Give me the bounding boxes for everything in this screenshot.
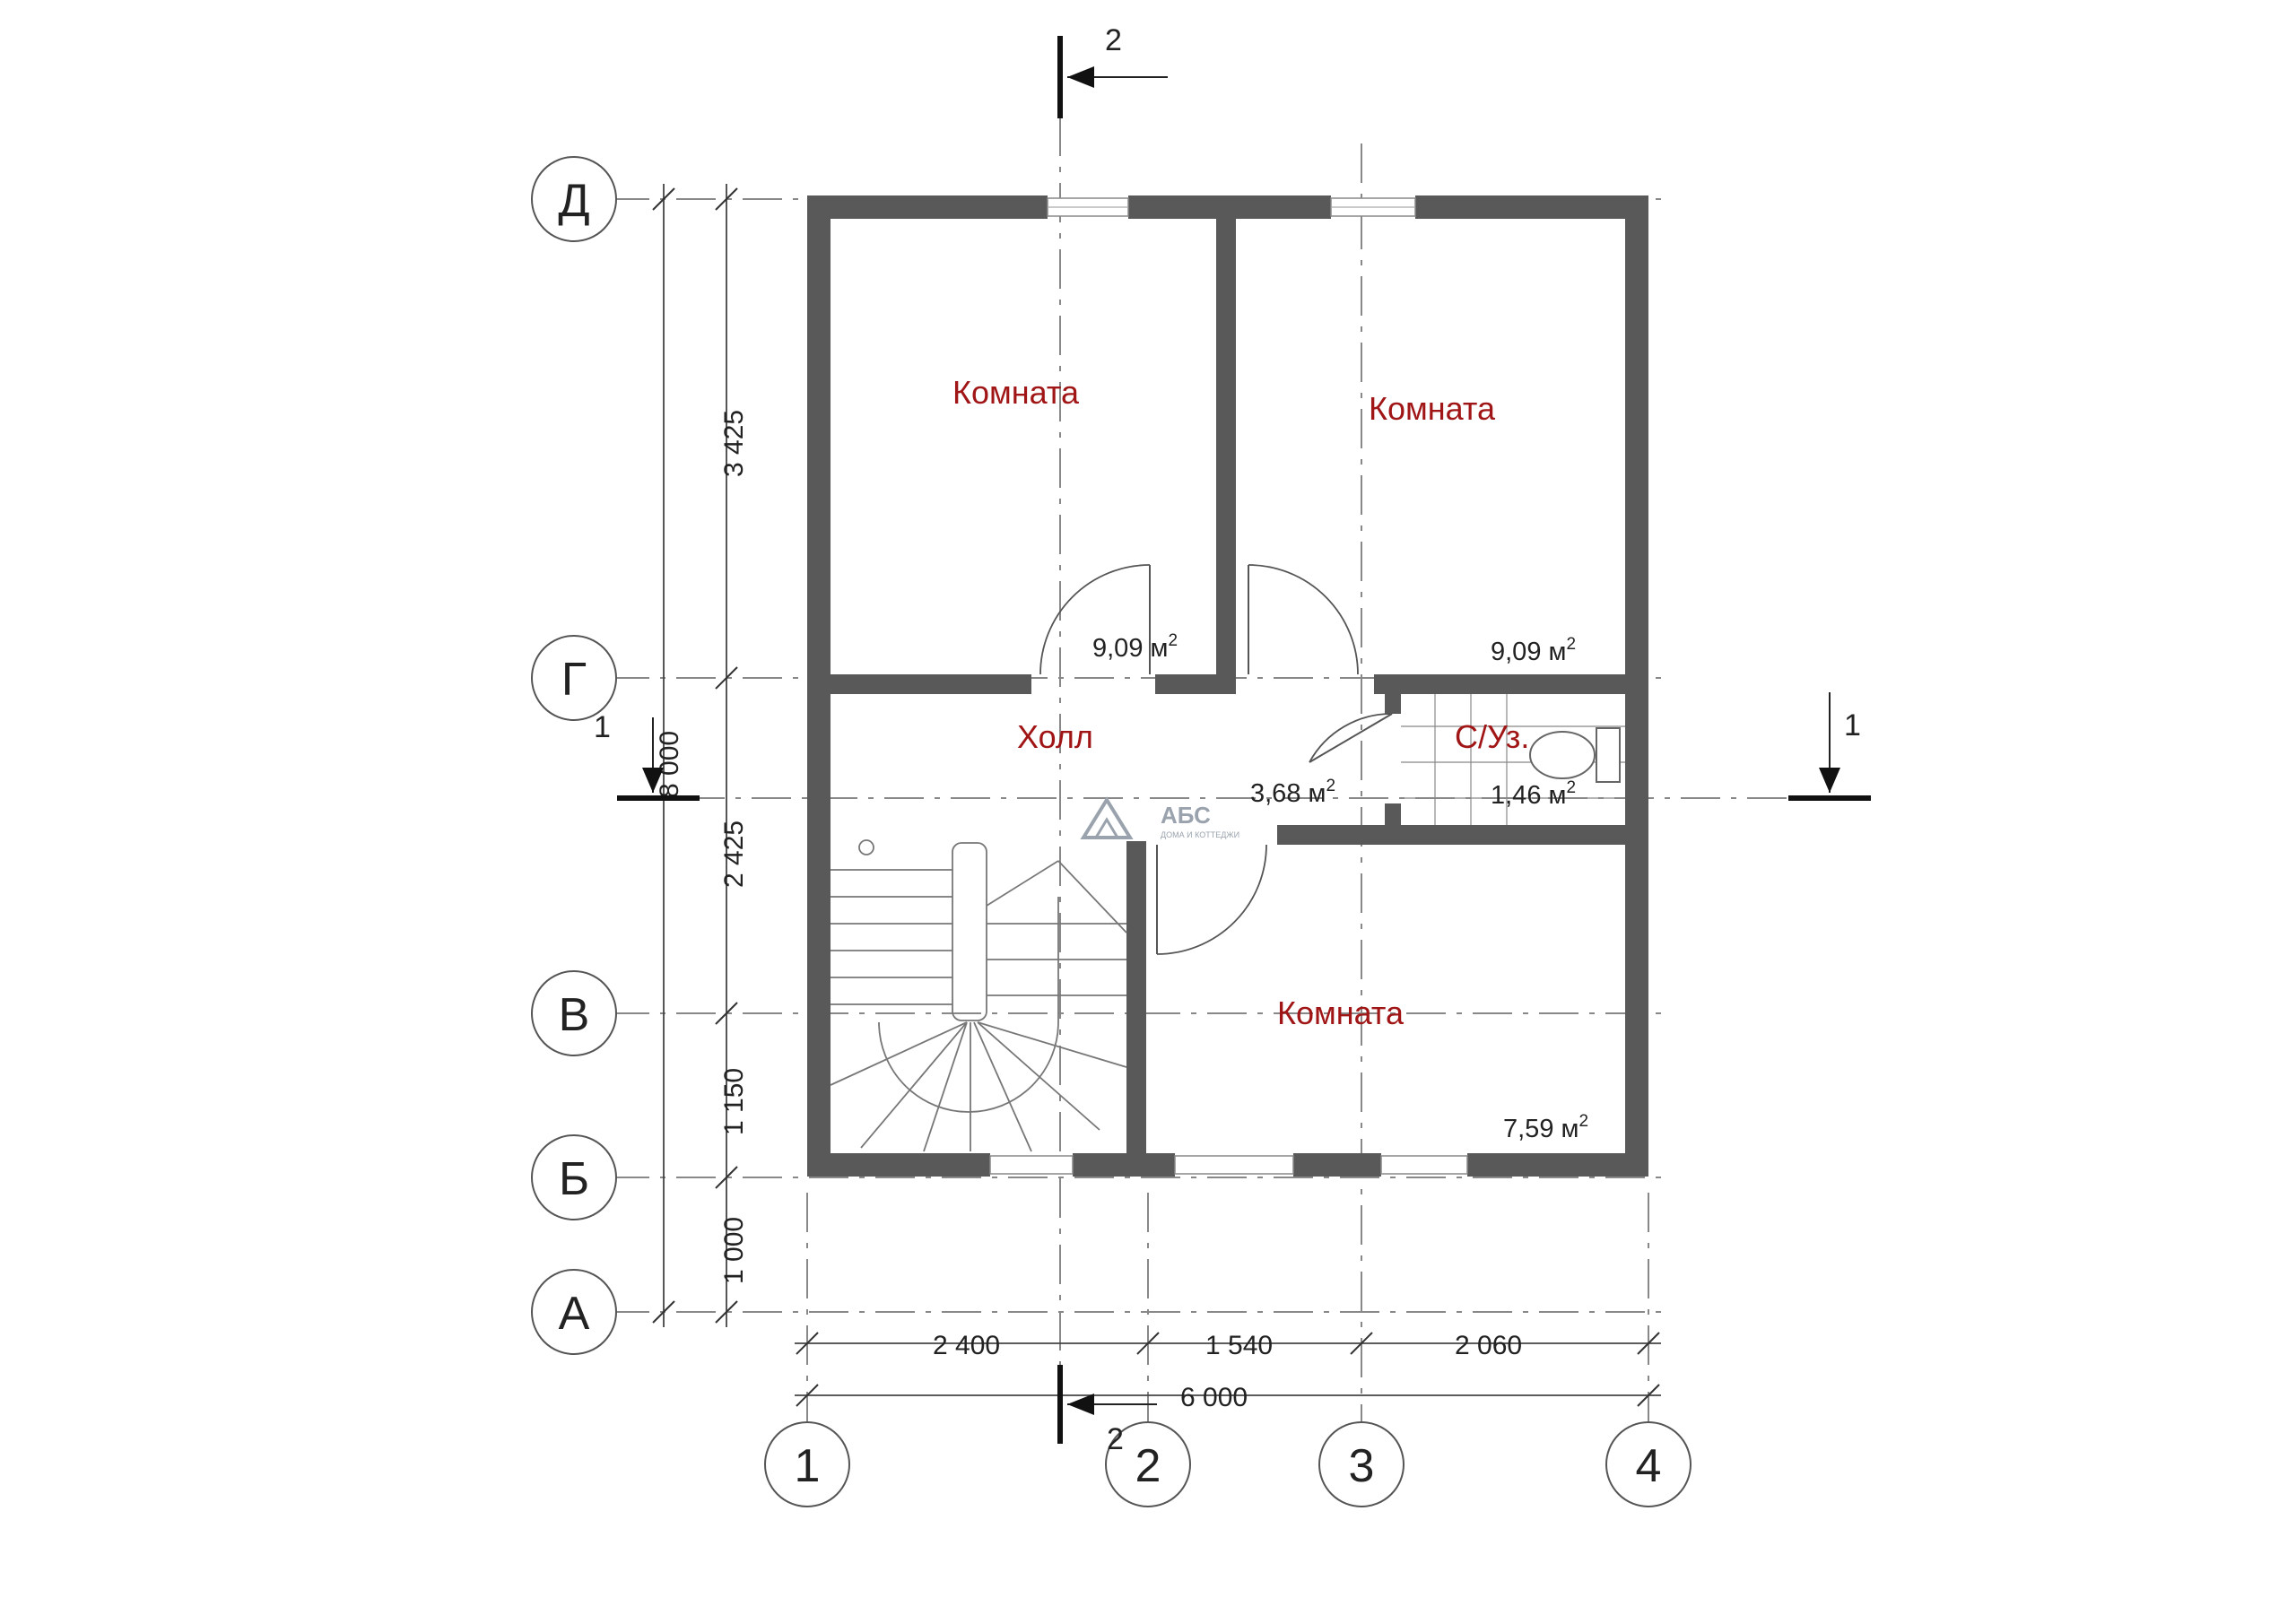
axis-label: Д [558,175,589,227]
windows [989,197,1468,1175]
walls [807,195,1648,1177]
section-marks: 2 2 1 1 [594,23,1871,1456]
dim-vertical: 3 425 [719,410,749,477]
axis-bubbles-letters: Д Г В Б А [531,156,617,1355]
room-label: Комната [1277,994,1405,1031]
section-mark-label: 1 [1844,708,1861,743]
room-area: 9,09 м2 [1092,631,1178,663]
section-mark-label: 1 [594,710,611,744]
axis-label: 4 [1636,1440,1662,1492]
dim-horizontal-total: 6 000 [1180,1383,1248,1412]
bathroom-fixtures [1401,694,1625,825]
horizontal-dimensions: 2 400 1 540 2 060 6 000 [795,1331,1661,1412]
axis-label: Г [561,654,587,706]
room-area: 3,68 м2 [1250,777,1335,808]
room-label: Комната [1369,390,1496,427]
axis-label: В [559,989,590,1041]
dim-horizontal: 2 400 [933,1331,1000,1360]
room-label: Холл [1017,718,1093,755]
room-areas: 9,09 м2 9,09 м2 3,68 м2 1,46 м2 7,59 м2 [1092,631,1588,1143]
axis-label: 3 [1349,1440,1375,1492]
staircase [830,839,1127,1152]
logo-tagline: ДОМА И КОТТЕДЖИ [1161,830,1239,839]
axis-bubbles-numbers: 1 2 3 4 [764,1421,1692,1507]
vertical-dimensions: 3 425 2 425 1 150 1 000 8 000 [652,184,749,1327]
room-labels: Комната Комната Холл С/Уз. Комната [952,374,1529,1031]
room-area: 7,59 м2 [1503,1112,1588,1143]
dim-vertical-total: 8 000 [655,731,684,798]
doors [1039,564,1393,955]
section-mark-label: 2 [1105,23,1122,57]
room-label: С/Уз. [1455,718,1529,755]
logo-name: АБС [1161,802,1211,829]
section-mark-label: 2 [1107,1422,1124,1456]
dim-vertical: 2 425 [719,821,749,888]
dim-horizontal: 1 540 [1205,1331,1273,1360]
room-area: 1,46 м2 [1491,778,1576,810]
room-area: 9,09 м2 [1491,635,1576,666]
dim-vertical: 1 150 [719,1068,749,1135]
axis-label: Б [559,1153,589,1205]
company-logo: АБС ДОМА И КОТТЕДЖИ [1080,796,1239,839]
axis-label: 1 [795,1440,821,1492]
dim-horizontal: 2 060 [1455,1331,1522,1360]
room-label: Комната [952,374,1080,411]
axis-label: 2 [1135,1440,1161,1492]
axis-label: А [559,1288,590,1340]
dim-vertical: 1 000 [719,1217,749,1284]
